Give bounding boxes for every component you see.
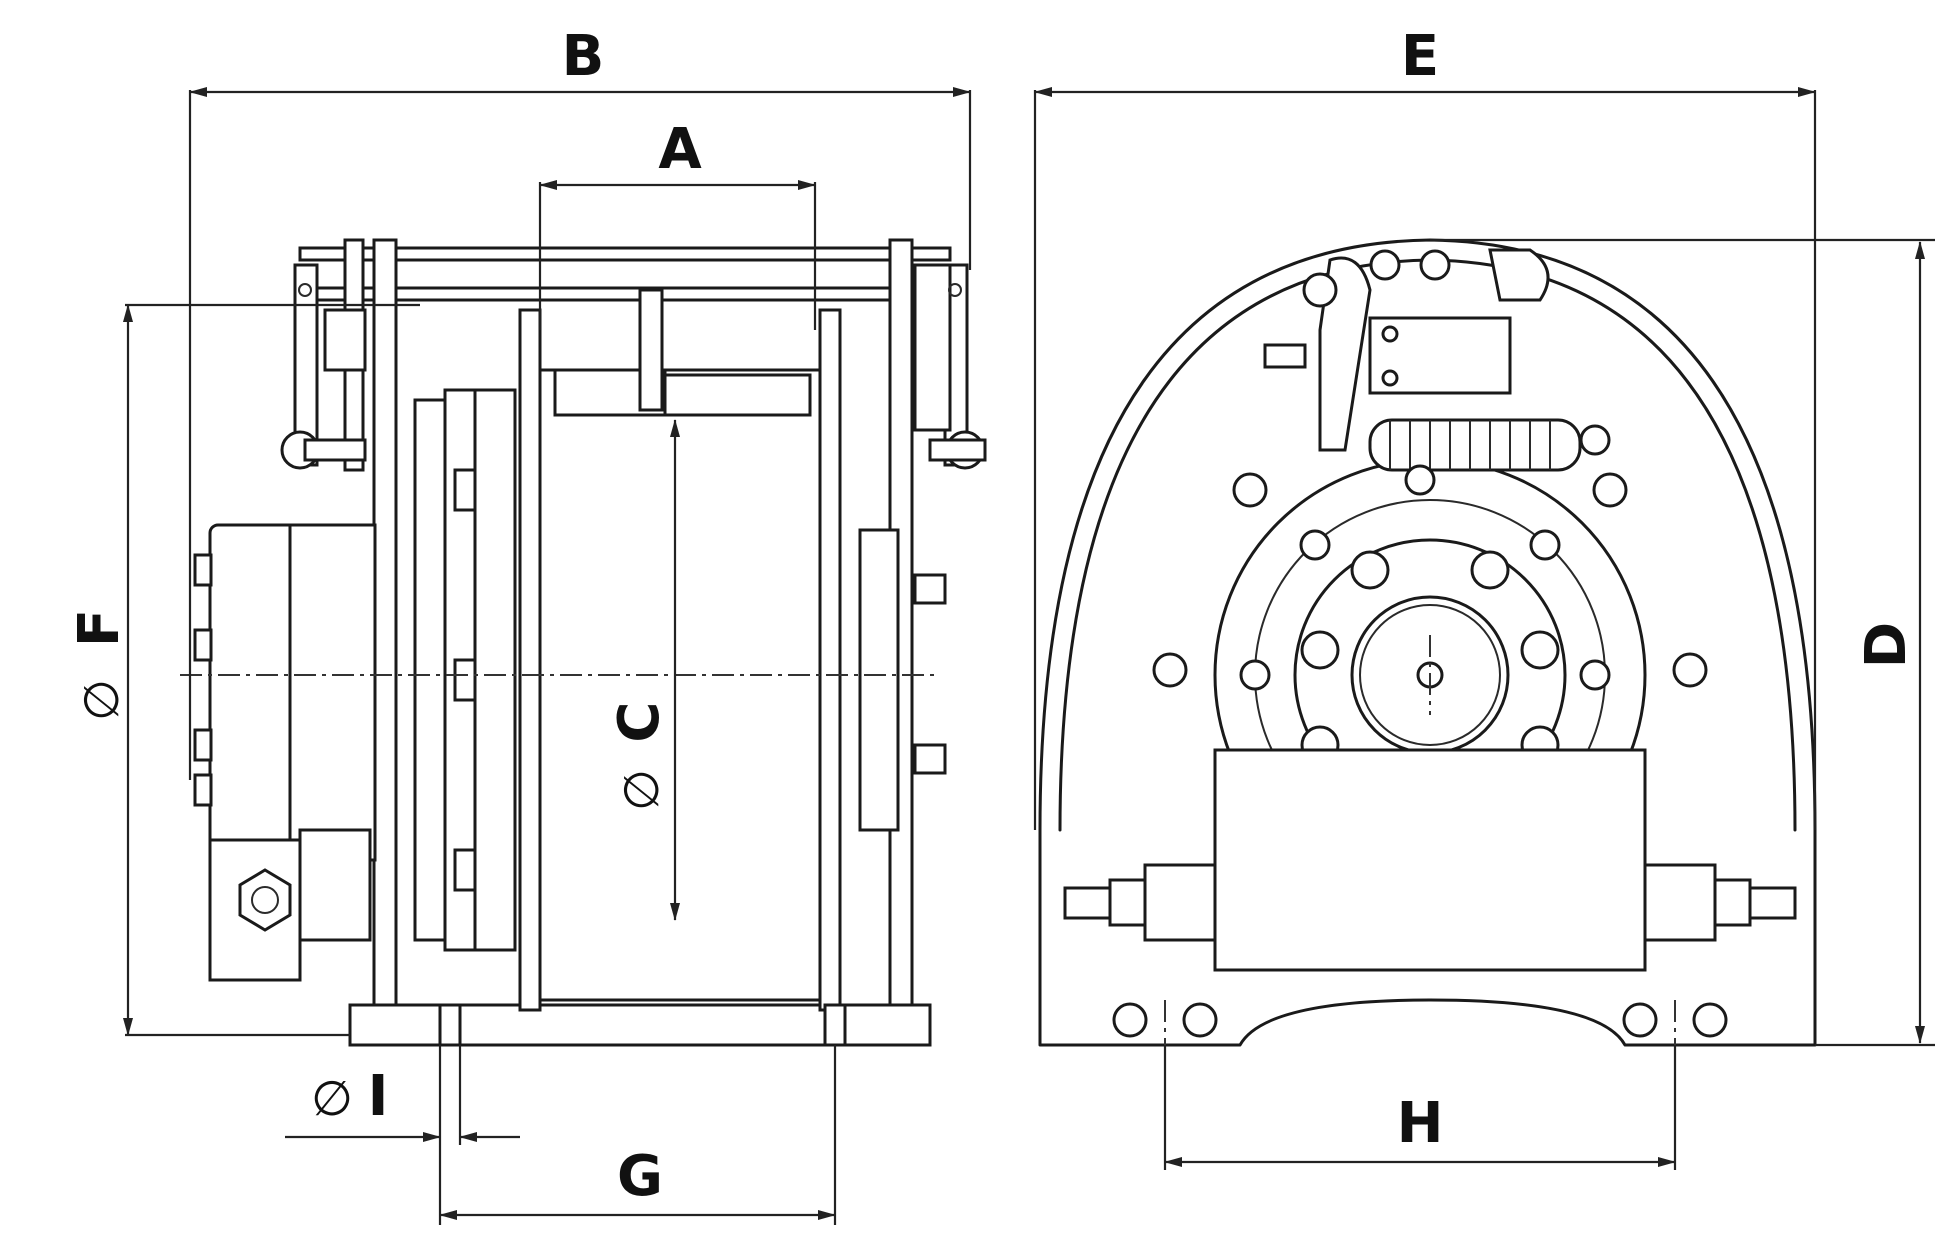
shaft-boss-inner [1359, 604, 1501, 746]
hub-bolt [1520, 630, 1560, 670]
dimensions [123, 87, 1935, 1225]
brake-disc-3 [473, 388, 517, 952]
ring-bolt [1529, 529, 1561, 561]
bolt [453, 468, 477, 512]
cam-plate [1488, 248, 1550, 302]
motor-block [1213, 748, 1647, 972]
motor-foot [298, 828, 372, 942]
top-bolt [1419, 249, 1451, 281]
spring-anchor [1579, 424, 1611, 456]
left-side-plate [372, 238, 398, 1042]
fitting-left-body [1143, 863, 1217, 942]
label-A: A [658, 117, 702, 182]
ring-bolt [1299, 529, 1331, 561]
label-E: E [1401, 24, 1439, 89]
base-foot-left [438, 1003, 462, 1047]
label-F: F [67, 609, 132, 647]
pin [948, 283, 962, 297]
front-view [1038, 238, 1817, 1060]
fitting-right-nut [1713, 878, 1752, 927]
nut-bore [251, 886, 279, 914]
bolt-head [193, 773, 213, 807]
brake-bracket-left [323, 308, 367, 372]
label-C-diameter-symbol: ∅ [614, 769, 670, 811]
ring-bolt [1239, 659, 1271, 691]
drum-cap [663, 373, 812, 417]
label-D: D [1854, 622, 1919, 668]
side-view [180, 238, 987, 1047]
housing-outline [1038, 238, 1817, 1047]
fitting-right-stub [1748, 886, 1797, 920]
label-F-diameter-symbol: ∅ [74, 679, 130, 721]
label-H: H [1397, 1091, 1444, 1156]
right-hub [858, 528, 900, 832]
pin [298, 283, 312, 297]
ring-bolt [1579, 659, 1611, 691]
fitting-right-body [1643, 863, 1717, 942]
top-bolt [1369, 249, 1401, 281]
brake-spring [1368, 418, 1582, 472]
housing-bolt [1592, 472, 1628, 508]
block-screw [1381, 325, 1399, 343]
lever-pivot [1302, 272, 1338, 308]
bolt-head [913, 743, 947, 775]
drum [538, 368, 822, 1002]
housing-bolt [1232, 472, 1268, 508]
hub-bolt [1470, 550, 1510, 590]
label-I-diameter-symbol: ∅ [311, 1071, 353, 1127]
brake-bracket-right [913, 263, 952, 432]
label-I: I [368, 1064, 389, 1129]
drum-flange-left [518, 308, 542, 1012]
base-foot-right [823, 1003, 847, 1047]
spring-coils [1389, 420, 1551, 470]
foot-bolt [1692, 1002, 1728, 1038]
bolt-head [193, 728, 213, 762]
bolt [453, 848, 477, 892]
adjuster [1263, 343, 1307, 369]
hub-bolt [1300, 630, 1340, 670]
hub-bolt [1350, 550, 1390, 590]
foot-bolt [1182, 1002, 1218, 1038]
drum-flange-right [818, 308, 842, 1012]
roller-arm-left [303, 438, 367, 462]
label-G: G [617, 1144, 663, 1209]
label-B: B [562, 24, 605, 89]
brake-lever [1318, 256, 1372, 452]
bolt-head [193, 553, 213, 587]
hex-nut [238, 868, 292, 932]
foot-bolt [1622, 1002, 1658, 1038]
roller-arm-right [928, 438, 987, 462]
spring-anchor [1404, 464, 1436, 496]
bolt-head [913, 573, 947, 605]
housing-bolt [1152, 652, 1188, 688]
housing-bolt [1672, 652, 1708, 688]
dimension-labels: B A E H G D F ∅ C ∅ ∅ I [67, 24, 1919, 1209]
top-tie-bar [298, 246, 952, 262]
label-C: C [607, 701, 672, 742]
bolt-head [193, 628, 213, 662]
bolt [453, 658, 477, 702]
drum-pin [638, 288, 664, 412]
block-screw [1381, 369, 1399, 387]
fitting-left-stub [1063, 886, 1112, 920]
fitting-left-nut [1108, 878, 1147, 927]
motor-body [288, 523, 377, 862]
brake-disc-1 [413, 398, 447, 942]
foot-bolt [1112, 1002, 1148, 1038]
